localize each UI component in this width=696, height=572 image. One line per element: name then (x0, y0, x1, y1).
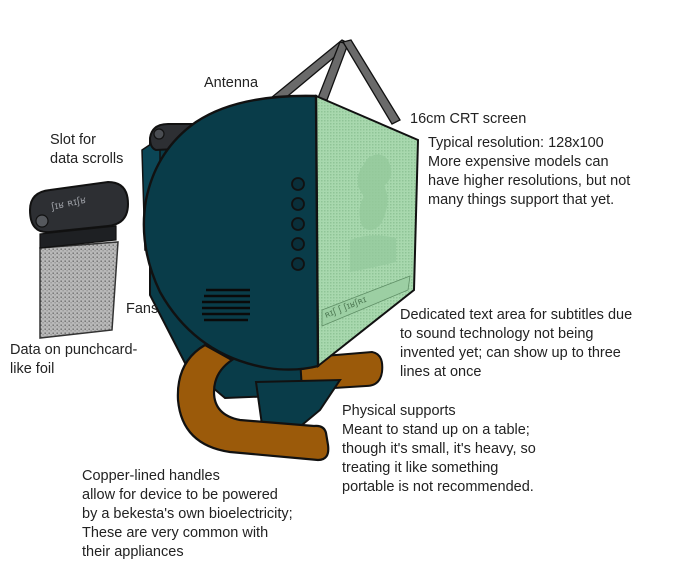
fan-vent (202, 288, 250, 322)
data-scroll: ʃɪʁ ʀɪʃʁ (28, 180, 130, 339)
crt-screen: ʀɪʃ ʃ ʃɪʁʃʀɪ (314, 94, 420, 369)
control-buttons (291, 177, 305, 271)
label-resolution: Typical resolution: 128x100 More expensi… (428, 135, 631, 208)
antenna (264, 39, 401, 125)
copper-handle (176, 343, 330, 462)
label-antenna: Antenna (204, 75, 259, 91)
label-slot: Slot for data scrolls (50, 132, 124, 167)
label-text-area: Dedicated text area for subtitles due to… (400, 307, 633, 380)
label-crt-screen: 16cm CRT screen (410, 111, 527, 127)
label-handles: Copper-lined handles allow for device to… (82, 468, 293, 560)
label-supports: Physical supports Meant to stand up on a… (342, 403, 536, 495)
label-fans: Fans (126, 301, 159, 317)
front-casing (142, 94, 320, 371)
label-punchcard: Data on punchcard- like foil (10, 342, 138, 377)
